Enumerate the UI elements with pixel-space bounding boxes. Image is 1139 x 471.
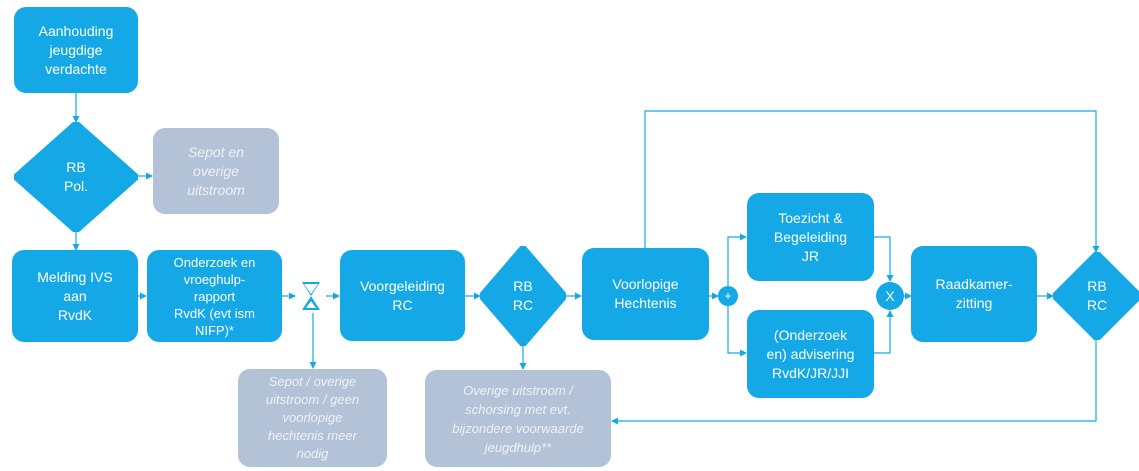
decision-rb-pol-label: RB Pol.	[63, 159, 89, 194]
edge-rb-rc-to-overige-return	[611, 340, 1097, 425]
decision-rb-rc-2-label: RB RC	[1086, 278, 1108, 313]
process-raadkamerzitting: Raadkamer- zitting	[911, 246, 1037, 342]
process-voorgeleiding-rc: Voorgeleiding RC	[340, 250, 465, 341]
x-icon: X	[885, 288, 895, 304]
decision-rb-rc-1-label: RB RC	[512, 278, 534, 313]
outflow-sepot-en-overige-uitstroom: Sepot en overige uitstroom	[153, 128, 279, 214]
edge-parallel-to-advisering	[727, 306, 747, 357]
plus-icon: +	[724, 289, 732, 303]
timer-hourglass-icon	[296, 279, 326, 313]
decision-rb-pol	[14, 122, 138, 232]
edge-toezicht-to-exclusive	[874, 236, 894, 282]
gateway-parallel: +	[718, 286, 738, 306]
process-melding-ivs: Melding IVS aan RvdK	[12, 250, 138, 342]
decision-rb-rc-2	[1053, 252, 1139, 340]
outflow-overige-uitstroom-schorsing: Overige uitstroom / schorsing met evt. b…	[425, 370, 611, 467]
process-toezicht-begeleiding-jr: Toezicht & Begeleiding JR	[747, 193, 874, 281]
edge-advisering-to-exclusive	[874, 310, 894, 354]
decision-rb-rc-1	[480, 246, 566, 346]
edge-hechtenis-loop-to-rb-rc	[644, 110, 1100, 253]
outflow-sepot-geen-voorlopige-hechtenis: Sepot / overige uitstroom / geen voorlop…	[238, 369, 387, 467]
process-voorlopige-hechtenis: Voorlopige Hechtenis	[582, 248, 709, 340]
process-onderzoek-advisering: (Onderzoek en) advisering RvdK/JR/JJI	[747, 310, 874, 398]
edge-parallel-to-toezicht	[727, 233, 747, 286]
process-onderzoek-vroeghulp-rapport: Onderzoek en vroeghulp- rapport RvdK (ev…	[147, 250, 282, 342]
gateway-exclusive: X	[876, 282, 904, 310]
process-aanhouding: Aanhouding jeugdige verdachte	[14, 7, 138, 93]
